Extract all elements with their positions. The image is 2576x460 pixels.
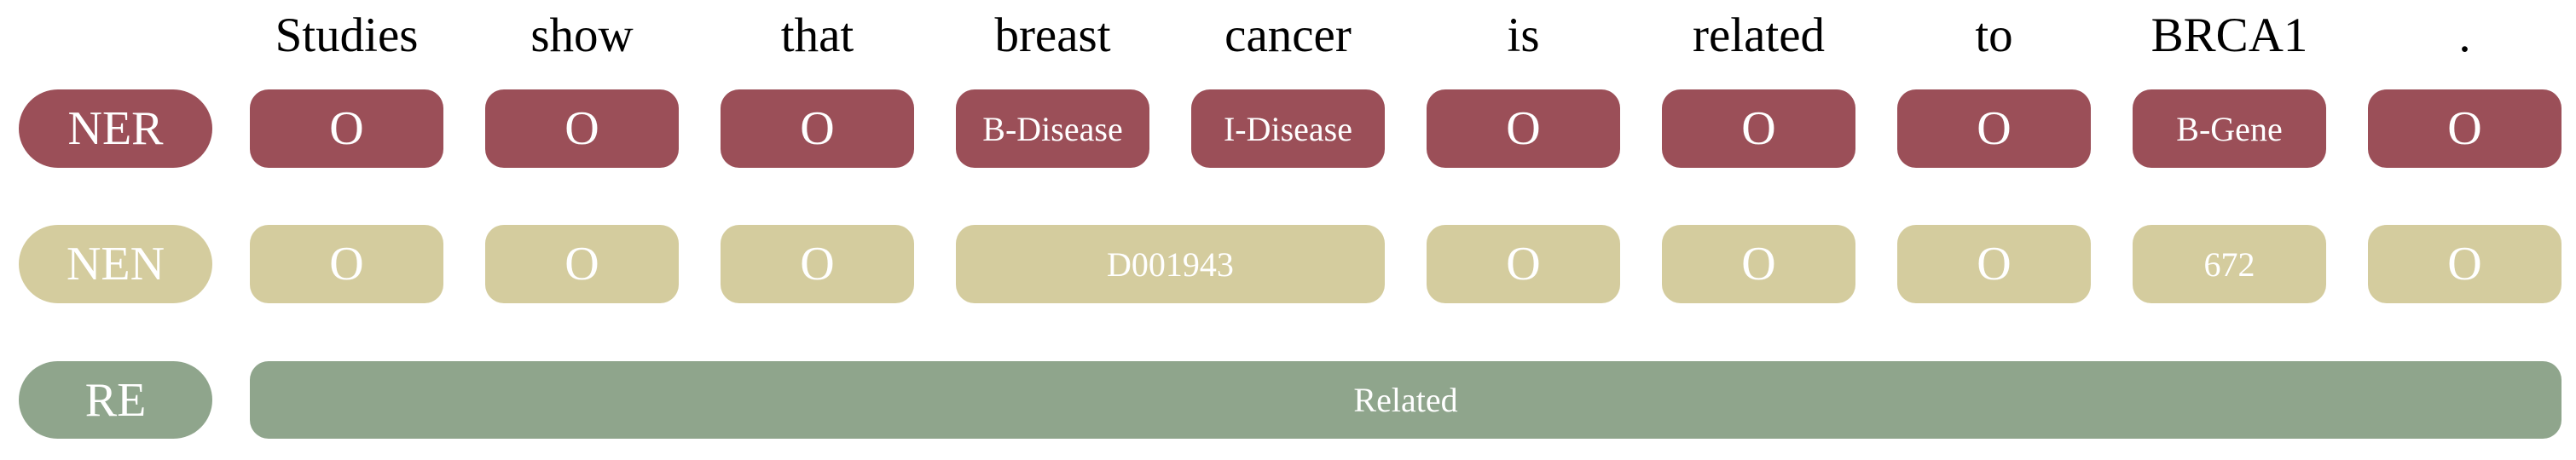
nen-id-pill: O xyxy=(2368,225,2562,303)
ner-tag-pill: O xyxy=(2368,89,2562,168)
nen-id-pill: O xyxy=(1662,225,1855,303)
nen-id-pill: O xyxy=(485,225,679,303)
nen-id-pill: D001943 xyxy=(956,225,1385,303)
token-word: show xyxy=(530,9,634,62)
nen-id-pill: O xyxy=(250,225,443,303)
nen-row-label: NEN xyxy=(19,225,212,303)
ner-tag-pill: B-Gene xyxy=(2133,89,2326,168)
token-word: is xyxy=(1507,9,1540,62)
ner-row-label: NER xyxy=(19,89,212,168)
sentence-row: Studies show that breast cancer is related to BR… xyxy=(0,0,2576,72)
ner-tag-pill: B-Disease xyxy=(956,89,1149,168)
token-word: related xyxy=(1692,9,1826,62)
token-word: Studies xyxy=(275,9,419,62)
nen-id-pill: O xyxy=(721,225,914,303)
nen-id-pill: 672 xyxy=(2133,225,2326,303)
nen-id-pill: O xyxy=(1427,225,1620,303)
token-word: to xyxy=(1975,9,2013,62)
ner-tag-pill: O xyxy=(1897,89,2091,168)
ner-tag-pill: O xyxy=(1662,89,1855,168)
ner-tag-pill: I-Disease xyxy=(1191,89,1385,168)
token-word: BRCA1 xyxy=(2151,9,2308,62)
ner-tag-pill: O xyxy=(485,89,679,168)
token-word: breast xyxy=(994,9,1111,62)
ner-tag-pill: O xyxy=(721,89,914,168)
re-relation-bar: Related xyxy=(250,361,2562,439)
nen-id-pill: O xyxy=(1897,225,2091,303)
re-row-label: RE xyxy=(19,361,212,439)
token-word: . xyxy=(2458,9,2471,62)
re-row: RE Related xyxy=(0,361,2576,439)
ner-tag-pill: O xyxy=(250,89,443,168)
ner-tag-pill: O xyxy=(1427,89,1620,168)
token-word: that xyxy=(780,9,854,62)
token-word: cancer xyxy=(1224,9,1352,62)
